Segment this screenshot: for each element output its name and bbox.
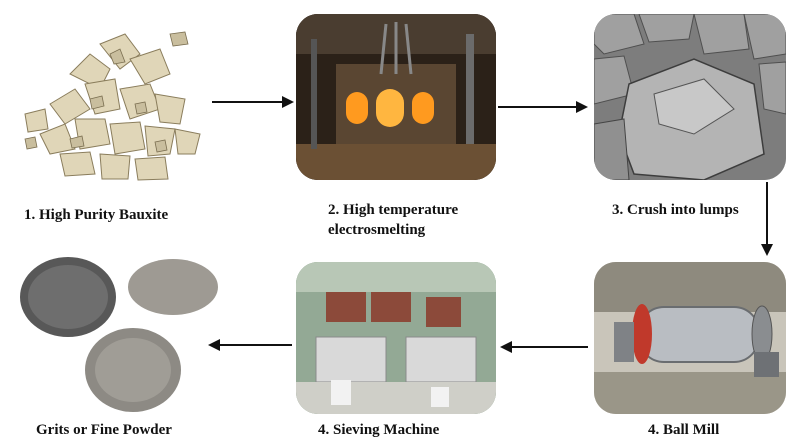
lumps-image bbox=[594, 14, 786, 180]
step-2-label: 2. High temperature electrosmelting bbox=[328, 200, 458, 240]
sieving-machine-image bbox=[296, 262, 496, 414]
step-6-label: Grits or Fine Powder bbox=[36, 420, 172, 440]
arrow-5-to-6 bbox=[208, 338, 292, 352]
powder-image bbox=[8, 252, 220, 416]
step-1-label: 1. High Purity Bauxite bbox=[24, 205, 168, 225]
ball-mill-image bbox=[594, 262, 786, 414]
step-3-label: 3. Crush into lumps bbox=[612, 200, 739, 220]
bauxite-image bbox=[10, 14, 210, 184]
step-2-label-line1: 2. High temperature bbox=[328, 200, 458, 220]
arrow-2-to-3 bbox=[498, 100, 588, 114]
arrow-1-to-2 bbox=[212, 95, 294, 109]
arrow-3-to-4 bbox=[760, 182, 774, 256]
step-5-label: 4. Sieving Machine bbox=[318, 420, 439, 440]
step-4-label: 4. Ball Mill bbox=[648, 420, 719, 440]
step-2-label-line2: electrosmelting bbox=[328, 220, 458, 240]
arrow-4-to-5 bbox=[500, 340, 588, 354]
electrosmelting-image bbox=[296, 14, 496, 180]
